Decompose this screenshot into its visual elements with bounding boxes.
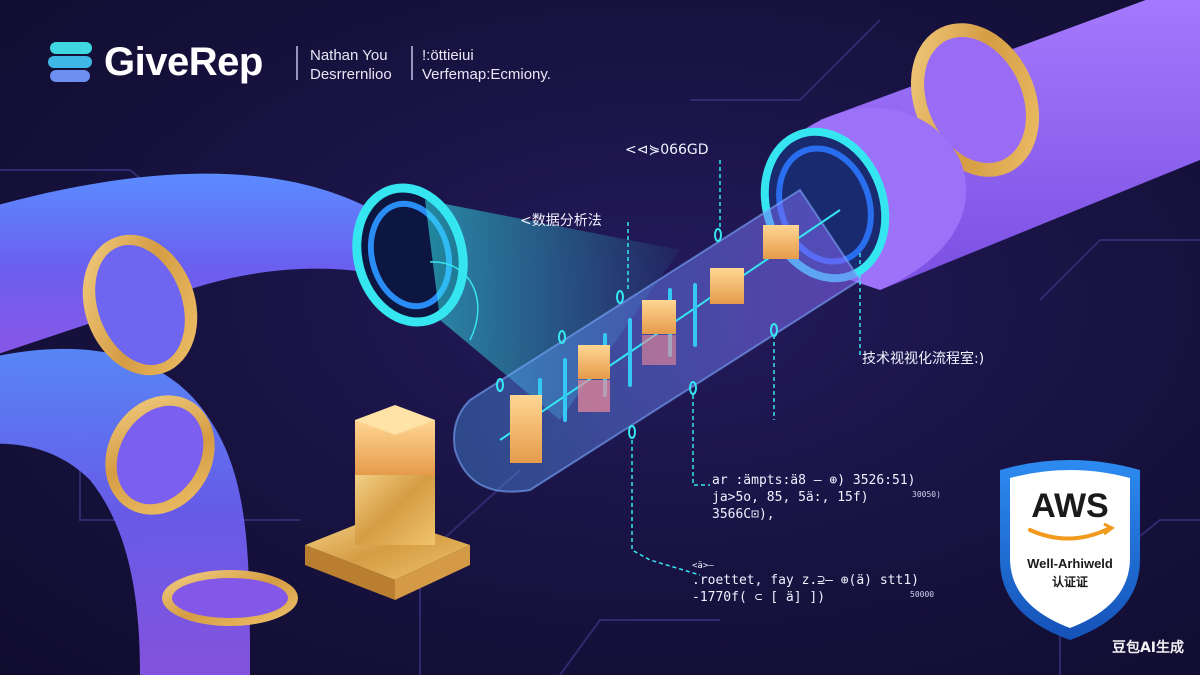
code-block-1-line1: ar :ämpts:ä8 — ⊕) 3526:51) bbox=[712, 473, 916, 488]
left-pipe bbox=[0, 173, 468, 675]
gold-pedestal bbox=[305, 405, 470, 600]
header-divider-1 bbox=[296, 46, 298, 80]
aws-shield-badge bbox=[1000, 460, 1140, 640]
light-beam bbox=[425, 200, 680, 420]
code-block-1-line3: 3566C⊡), bbox=[712, 507, 775, 522]
header-col2: !:öttieiui Verfemap:Ecmiony. bbox=[422, 46, 551, 84]
code-block-2: <ä>— .roettet, fay z.⊇— ⊕(ä) stt1) -1770… bbox=[692, 560, 919, 606]
code-block-1: ar :ämpts:ä8 — ⊕) 3526:51) ja>5o, 85, 5ä… bbox=[712, 472, 916, 523]
header-col2-line1: !:öttieiui bbox=[422, 47, 474, 64]
aws-badge-line2: 认证证 bbox=[1051, 575, 1088, 589]
header-col2-line2: Verfemap:Ecmiony. bbox=[422, 66, 551, 83]
header-col1: Nathan You Desrrernlioo bbox=[310, 46, 392, 84]
aws-badge-title: AWS bbox=[1031, 487, 1109, 525]
callout-top: <⊲⋟066GD bbox=[625, 142, 709, 158]
code-block-2-line2: -1770f( ⊂ [ ä] ]) bbox=[692, 590, 826, 605]
giverep-logo-mark bbox=[48, 42, 92, 82]
header-divider-2 bbox=[411, 46, 413, 80]
header-col1-line2: Desrrernlioo bbox=[310, 66, 392, 83]
watermark: 豆包AI生成 bbox=[1111, 640, 1184, 656]
leader-lines bbox=[429, 160, 861, 576]
node-markers bbox=[496, 228, 778, 439]
code-block-1-line2: ja>5o, 85, 5ä:, 15f) bbox=[712, 490, 869, 505]
code-block-2-line1: .roettet, fay z.⊇— ⊕(ä) stt1) bbox=[692, 573, 919, 588]
code-block-2-line0: <ä>— bbox=[692, 561, 714, 571]
code-block-1-tag: 30050) bbox=[912, 490, 941, 499]
code-block-2-tag: 50000 bbox=[910, 590, 935, 599]
aws-badge-line1: Well-Arhiweld bbox=[1027, 556, 1113, 571]
callout-left: <数据分析法 bbox=[520, 213, 602, 229]
callout-right: 技术视视化流程室:) bbox=[862, 351, 985, 367]
header-col1-line1: Nathan You bbox=[310, 47, 388, 64]
brand-name: GiveRep bbox=[104, 40, 263, 84]
data-cubes bbox=[510, 225, 799, 463]
